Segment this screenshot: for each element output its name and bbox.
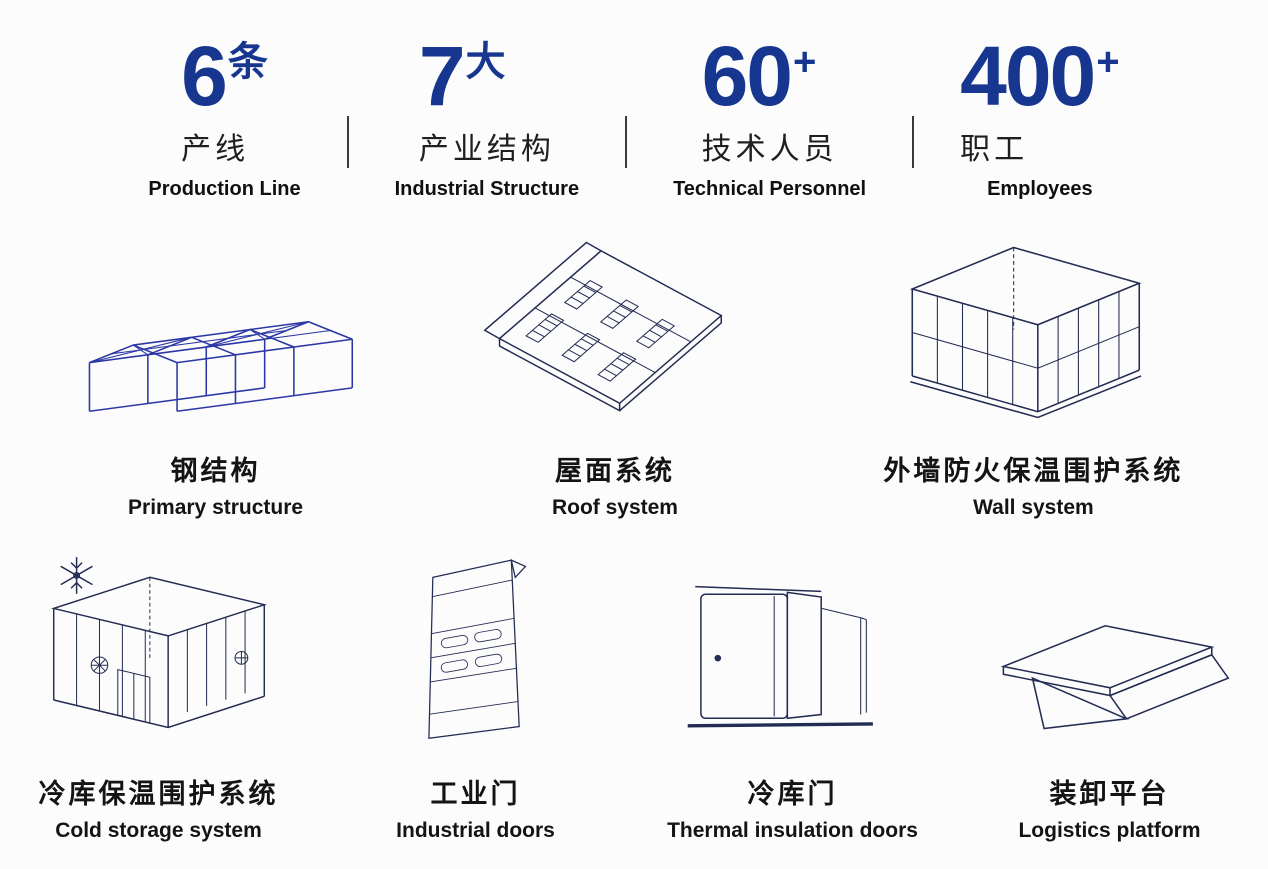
stat-employees-main: 400 + 职工 — [960, 29, 1120, 168]
stats-divider — [912, 116, 915, 168]
product-label-en: Roof system — [551, 495, 678, 519]
product-label-en: Thermal insulation doors — [667, 818, 918, 842]
door-handle — [714, 654, 721, 662]
stat-employees-number-row: 400 + — [960, 29, 1120, 123]
product-caption: 装卸平台 Logistics platform — [1018, 754, 1200, 843]
roof-system-icon — [483, 241, 723, 412]
stat-production-line-number-row: 6 条 — [181, 29, 268, 123]
stat-number: 7 — [418, 29, 466, 123]
wall-system-icon-box — [897, 235, 1169, 431]
product-label-cn: 冷库门 — [747, 778, 838, 809]
stat-label-cn: 产线 — [181, 132, 250, 166]
product-row-1: 钢结构 Primary structure — [0, 235, 1268, 520]
loading-platform-icon-box — [984, 546, 1236, 754]
stat-label-cn: 产业结构 — [418, 132, 555, 166]
industrial-door-icon — [427, 558, 527, 739]
stat-label-en: Technical Personnel — [673, 177, 867, 200]
stat-technical-personnel-number-row: 60 + — [701, 29, 838, 123]
steel-structure-icon-box — [70, 235, 362, 431]
stat-unit: + — [1096, 40, 1120, 84]
product-industrial-door: 工业门 Industrial doors — [317, 546, 634, 843]
stat-label-cn: 职工 — [960, 132, 1029, 166]
product-cold-storage: 冷库保温围护系统 Cold storage system — [0, 546, 317, 843]
steel-structure-icon — [88, 320, 353, 412]
stat-number: 6 — [181, 29, 228, 123]
stat-employees: 400 + 职工 Employees — [960, 29, 1120, 201]
stat-industrial-structure-main: 7 大 产业结构 — [418, 29, 555, 168]
floor-track — [687, 722, 873, 728]
product-caption: 外墙防火保温围护系统 Wall system — [883, 431, 1183, 520]
product-caption: 冷库门 Thermal insulation doors — [667, 754, 918, 843]
roof-system-icon-box — [481, 235, 749, 431]
product-wall-system: 外墙防火保温围护系统 Wall system — [799, 235, 1268, 520]
stat-label-en: Employees — [987, 177, 1093, 200]
stats-row: 6 条 产线 Production Line 7 大 产业结构 Industri… — [0, 29, 1268, 201]
loading-platform-icon — [1000, 624, 1229, 730]
product-label-cn: 装卸平台 — [1049, 778, 1170, 809]
stat-unit: 条 — [227, 40, 268, 84]
stat-number: 60 — [701, 29, 793, 123]
product-label-cn: 钢结构 — [170, 455, 261, 486]
stat-unit: 大 — [465, 40, 506, 84]
product-label-en: Cold storage system — [55, 818, 262, 842]
product-label-cn: 外墙防火保温围护系统 — [883, 455, 1184, 486]
stat-unit: + — [793, 40, 817, 84]
product-loading-platform: 装卸平台 Logistics platform — [951, 546, 1268, 843]
wall-system-icon — [910, 246, 1143, 419]
product-label-en: Industrial doors — [396, 818, 555, 842]
thermal-door-icon — [687, 585, 873, 728]
product-caption: 工业门 Industrial doors — [396, 754, 555, 843]
stat-technical-personnel-main: 60 + 技术人员 — [701, 29, 838, 168]
stats-divider — [625, 116, 628, 168]
stat-industrial-structure-number-row: 7 大 — [418, 29, 555, 123]
double-door — [116, 668, 150, 724]
product-caption: 冷库保温围护系统 Cold storage system — [39, 754, 279, 843]
product-roof-system: 屋面系统 Roof system — [431, 235, 799, 520]
product-label-cn: 冷库保温围护系统 — [38, 778, 279, 809]
industrial-door-icon-box — [392, 546, 560, 754]
product-caption: 钢结构 Primary structure — [128, 431, 303, 520]
product-label-cn: 屋面系统 — [554, 455, 675, 486]
thermal-door-icon-box — [680, 546, 906, 754]
stat-label-en: Production Line — [148, 177, 301, 200]
product-label-cn: 工业门 — [430, 778, 521, 809]
stats-divider — [346, 116, 349, 168]
stat-label-cn: 技术人员 — [701, 132, 838, 166]
fan-icon — [90, 650, 248, 674]
stat-technical-personnel: 60 + 技术人员 Technical Personnel — [673, 29, 867, 201]
product-row-2: 冷库保温围护系统 Cold storage system — [0, 546, 1268, 843]
stat-production-line: 6 条 产线 Production Line — [148, 29, 301, 201]
snowflake-icon — [59, 557, 93, 594]
product-label-en: Wall system — [973, 495, 1094, 519]
cold-storage-icon — [50, 557, 267, 729]
stat-number: 400 — [960, 29, 1096, 123]
product-label-en: Primary structure — [128, 495, 304, 519]
stat-label-en: Industrial Structure — [394, 177, 580, 200]
product-thermal-door: 冷库门 Thermal insulation doors — [634, 546, 951, 843]
cold-storage-icon-box — [20, 546, 298, 754]
product-steel-structure: 钢结构 Primary structure — [0, 235, 431, 520]
product-label-en: Logistics platform — [1018, 818, 1201, 842]
stat-industrial-structure: 7 大 产业结构 Industrial Structure — [394, 29, 580, 201]
product-caption: 屋面系统 Roof system — [552, 431, 678, 520]
stat-production-line-main: 6 条 产线 — [181, 29, 268, 168]
